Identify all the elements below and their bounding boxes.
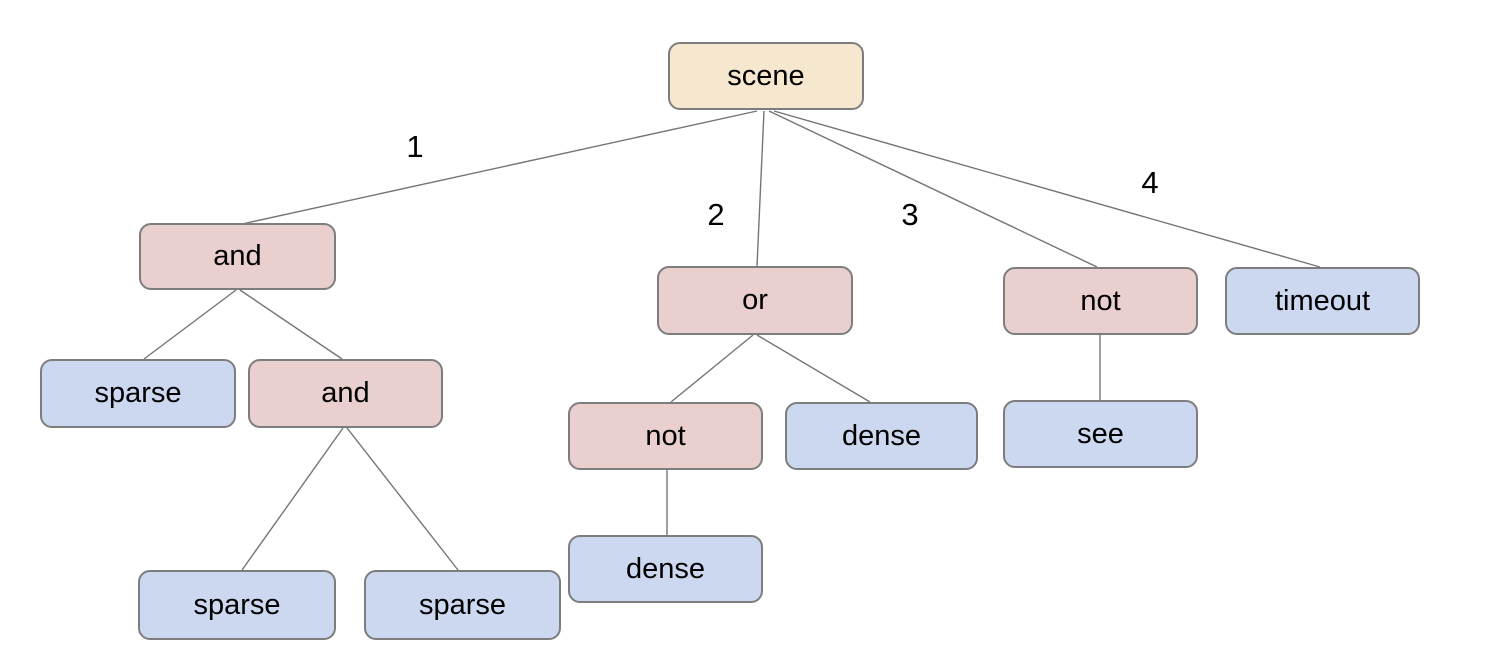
edge-scene-or xyxy=(756,110,765,267)
edge-label-2: 2 xyxy=(707,197,725,232)
node-scene: scene xyxy=(668,42,864,110)
node-dense-2: dense xyxy=(785,402,978,470)
edge-and-sparse xyxy=(143,289,237,360)
node-sparse: sparse xyxy=(40,359,236,428)
edge-and2-sparse2 xyxy=(346,427,459,571)
edge-scene-not xyxy=(768,110,1098,268)
node-dense: dense xyxy=(568,535,763,603)
edge-label-1: 1 xyxy=(406,129,424,164)
edge-label-3: 3 xyxy=(901,197,919,232)
edge-scene-and xyxy=(241,110,758,225)
edge-and2-sparse1 xyxy=(241,427,344,571)
node-and: and xyxy=(139,223,336,290)
node-or: or xyxy=(657,266,853,335)
node-sparse-2: sparse xyxy=(138,570,336,640)
edge-scene-timeout xyxy=(773,110,1321,268)
edge-and-and2 xyxy=(239,289,343,360)
edge-label-4: 4 xyxy=(1141,165,1159,200)
node-see: see xyxy=(1003,400,1198,468)
edge-or-dense xyxy=(756,334,871,403)
edge-or-not xyxy=(670,334,754,403)
node-and-2: and xyxy=(248,359,443,428)
node-sparse-3: sparse xyxy=(364,570,561,640)
node-not: not xyxy=(568,402,763,470)
node-not-2: not xyxy=(1003,267,1198,335)
node-timeout: timeout xyxy=(1225,267,1420,335)
